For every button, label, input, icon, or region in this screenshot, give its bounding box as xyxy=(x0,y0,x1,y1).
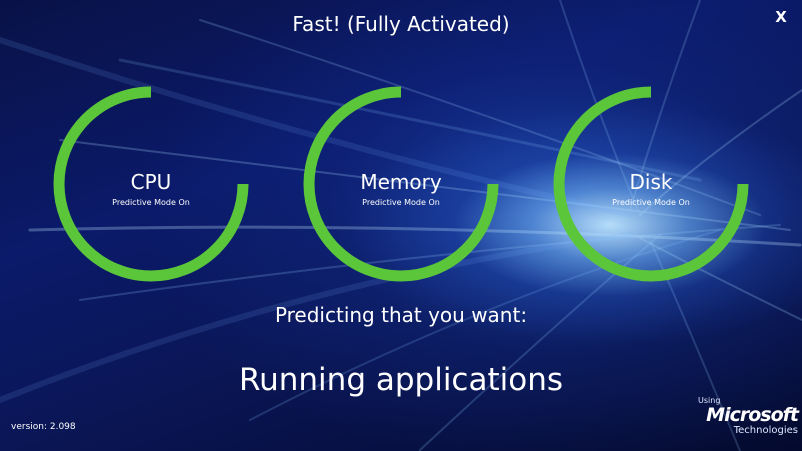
gauge-cpu-status: Predictive Mode On xyxy=(112,198,190,207)
gauge-memory-ring xyxy=(303,86,499,282)
gauge-memory-status: Predictive Mode On xyxy=(362,198,440,207)
microsoft-logo: Using Microsoft Technologies xyxy=(688,396,799,436)
close-button[interactable]: X xyxy=(775,8,787,26)
version-label: version: 2.098 xyxy=(11,422,76,432)
window-title: Fast! (Fully Activated) xyxy=(292,12,510,36)
gauge-cpu-ring xyxy=(53,86,249,282)
gauge-memory: Memory Predictive Mode On xyxy=(301,84,501,284)
prediction-value: Running applications xyxy=(238,362,564,398)
prediction-heading: Predicting that you want: xyxy=(274,303,528,327)
gauge-cpu: CPU Predictive Mode On xyxy=(51,84,251,284)
logo-using-text: Using xyxy=(698,396,721,405)
gauge-cpu-label: CPU xyxy=(130,170,172,194)
gauge-disk-ring xyxy=(553,86,749,282)
gauge-memory-label: Memory xyxy=(360,170,442,194)
gauge-disk-label: Disk xyxy=(629,170,673,194)
logo-tagline-text: Technologies xyxy=(733,425,798,436)
gauge-disk: Disk Predictive Mode On xyxy=(551,84,751,284)
gauge-disk-status: Predictive Mode On xyxy=(612,198,690,207)
logo-brand-text: Microsoft xyxy=(706,404,799,426)
